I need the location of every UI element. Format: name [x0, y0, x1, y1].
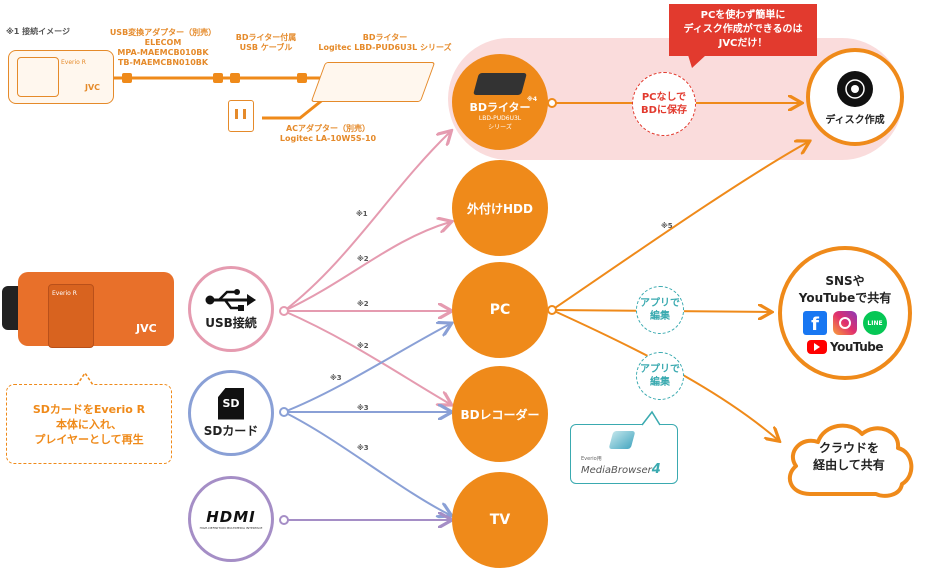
- example-outlet: [228, 100, 254, 132]
- pc-label: PC: [489, 302, 511, 318]
- sd-label: SDカード: [203, 423, 259, 438]
- hdd-target: 外付けHDD: [452, 160, 548, 256]
- connection-example-title: ※1 接続イメージ: [6, 27, 70, 36]
- hdmi-sub: HIGH-DEFINITION MULTIMEDIA INTERFACE: [199, 526, 263, 530]
- usb-adapter-label: USB変換アダプター（別売） ELECOM MPA-MAEMCB010BK TB…: [109, 28, 217, 67]
- youtube-label: YouTube: [829, 340, 884, 354]
- pc-target: PC: [452, 262, 548, 358]
- camera-image: Everio R JVC: [2, 272, 176, 356]
- sd-note-bubble: SDカードをEverio R 本体に入れ、 プレイヤーとして再生: [6, 384, 172, 464]
- youtube-icon: [806, 340, 827, 354]
- camera-brand: JVC: [136, 322, 157, 335]
- line-usb-bdrec: [283, 310, 450, 404]
- line-usb-bd: [283, 132, 450, 312]
- tv-label: TV: [489, 512, 511, 528]
- note-2a: ※2: [357, 255, 369, 263]
- disc-label: ディスク作成: [825, 114, 885, 126]
- tv-target: TV: [452, 472, 548, 568]
- mediabrowser-name: MediaBrowser: [581, 465, 652, 476]
- facebook-icon: f: [803, 311, 827, 335]
- bd-recorder-target: BDレコーダー: [452, 366, 548, 462]
- note-3c: ※3: [357, 444, 369, 452]
- mediabrowser-tail: [641, 410, 661, 426]
- line-sd-tv: [283, 411, 450, 515]
- sns-title-2: YouTubeで共有: [798, 291, 892, 305]
- bd-cable-label: BDライター付属 USB ケーブル: [235, 33, 297, 52]
- example-bd-writer: [310, 62, 436, 102]
- bd-writer-title: BDライター: [469, 101, 531, 114]
- sns-title-1: SNSや: [825, 274, 865, 288]
- line-icon: LINE: [863, 311, 887, 335]
- usb-icon: [205, 288, 256, 311]
- note-3b: ※3: [357, 404, 369, 412]
- note-2c: ※2: [357, 342, 369, 350]
- camera-model: Everio R: [52, 290, 77, 297]
- ac-adapter-label: ACアダプター（別売） Logitec LA-10W5S-10: [279, 124, 377, 143]
- bd-writer-model: LBD-PUD6U3L: [478, 115, 522, 122]
- note-2b: ※2: [357, 300, 369, 308]
- no-pc-bd-save: PCなしで BDに保存: [632, 72, 696, 136]
- disc-create-target: ディスク作成: [806, 48, 904, 146]
- hdmi-logo: HDMI: [206, 508, 256, 526]
- hdd-label: 外付けHDD: [467, 201, 533, 216]
- example-camera: Everio R JVC: [8, 50, 114, 104]
- sd-note-tail: [76, 371, 94, 386]
- bd-writer-device-icon: [473, 73, 527, 95]
- usb-source: USB接続: [188, 266, 274, 352]
- callout-tail: [688, 55, 706, 68]
- line-sd-pc: [283, 324, 450, 413]
- bd-recorder-label: BDレコーダー: [460, 407, 540, 422]
- cloud-label: クラウドを 経由して共有: [813, 441, 885, 472]
- app-edit-cloud: アプリで 編集: [636, 352, 684, 400]
- cloud-icon: [787, 423, 914, 498]
- bd-writer-note: ※4: [527, 96, 538, 103]
- bd-writer-series: シリーズ: [488, 124, 512, 131]
- line-usb-hdd: [283, 222, 450, 312]
- sd-card-icon: SD: [218, 387, 244, 420]
- note-3a: ※3: [330, 374, 342, 382]
- mediabrowser-icon: [608, 431, 636, 449]
- app-edit-sns: アプリで 編集: [636, 286, 684, 334]
- line-pc-disc: [551, 142, 808, 311]
- mediabrowser-sub: Everio用: [581, 456, 602, 462]
- hdmi-source: HDMI HIGH-DEFINITION MULTIMEDIA INTERFAC…: [188, 476, 274, 562]
- jvc-callout: PCを使わず簡単に ディスク作成ができるのは JVCだけ！: [669, 4, 817, 56]
- disc-icon: [837, 70, 873, 107]
- sd-source: SD SDカード: [188, 370, 274, 456]
- mediabrowser-version: 4: [651, 462, 661, 477]
- note-1: ※1: [356, 210, 368, 218]
- instagram-icon: [833, 311, 857, 335]
- bd-writer-example-label: BDライター Logitec LBD-PUD6U3L シリーズ: [318, 33, 452, 52]
- mediabrowser-card: Everio用 MediaBrowser4: [570, 424, 678, 484]
- sns-share-target: SNSや YouTubeで共有 f LINE YouTube: [778, 246, 912, 380]
- note-5: ※5: [661, 222, 673, 230]
- bd-writer-target: BDライター LBD-PUD6U3L シリーズ: [452, 54, 548, 150]
- usb-label: USB接続: [205, 315, 257, 330]
